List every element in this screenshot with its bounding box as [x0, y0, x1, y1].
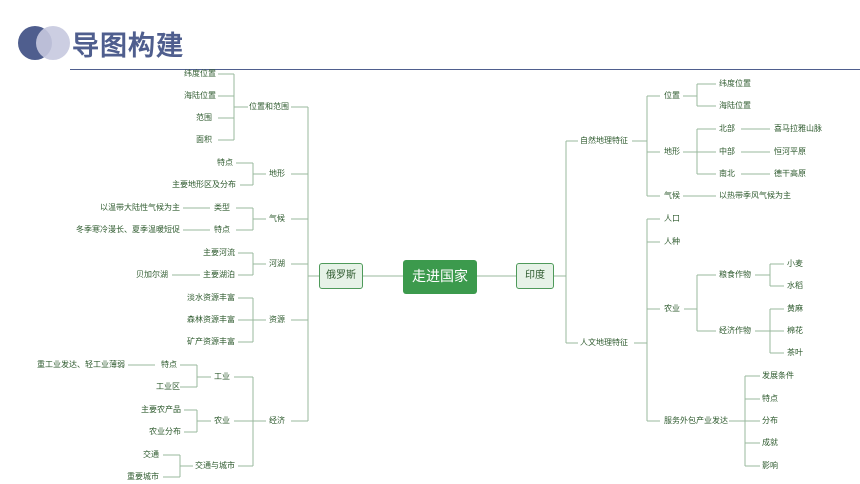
russia-terrain-feature[interactable]: 特点: [217, 158, 233, 167]
russia-node[interactable]: 俄罗斯: [319, 263, 363, 289]
india-jute[interactable]: 黄麻: [787, 304, 803, 313]
russia-main-products[interactable]: 主要农产品: [141, 405, 181, 414]
russia-range[interactable]: 范围: [196, 113, 212, 122]
russia-terrain-regions[interactable]: 主要地形区及分布: [172, 180, 236, 189]
india-middle[interactable]: 中部: [719, 147, 735, 156]
russia-climate-type-detail[interactable]: 以温带大陆性气候为主: [100, 203, 180, 212]
india-human-features[interactable]: 人文地理特征: [580, 338, 628, 347]
center-node[interactable]: 走进国家: [403, 260, 477, 294]
russia-terrain[interactable]: 地形: [269, 169, 285, 178]
russia-climate-type[interactable]: 类型: [214, 203, 230, 212]
india-outsourcing-impact[interactable]: 影响: [762, 461, 778, 470]
india-population[interactable]: 人口: [664, 214, 680, 223]
russia-industry-zone[interactable]: 工业区: [156, 382, 180, 391]
india-node[interactable]: 印度: [516, 263, 554, 289]
logo-circle-light: [36, 26, 70, 60]
russia-sea-land[interactable]: 海陆位置: [184, 91, 216, 100]
india-north[interactable]: 北部: [719, 124, 735, 133]
india-cotton[interactable]: 棉花: [787, 326, 803, 335]
russia-latitude[interactable]: 纬度位置: [184, 69, 216, 78]
india-outsourcing-achievements[interactable]: 成就: [762, 438, 778, 447]
india-rice[interactable]: 水稻: [787, 281, 803, 290]
india-race[interactable]: 人种: [664, 237, 680, 246]
india-cash-crops[interactable]: 经济作物: [719, 326, 751, 335]
india-outsourcing-distribution[interactable]: 分布: [762, 416, 778, 425]
russia-resources[interactable]: 资源: [269, 315, 285, 324]
india-sea-land[interactable]: 海陆位置: [719, 101, 751, 110]
india-grain-crops[interactable]: 粮食作物: [719, 270, 751, 279]
india-outsourcing[interactable]: 服务外包产业发达: [664, 416, 728, 425]
russia-agriculture[interactable]: 农业: [214, 416, 230, 425]
russia-area[interactable]: 面积: [196, 135, 212, 144]
russia-industry-feature-detail[interactable]: 重工业发达、轻工业薄弱: [37, 360, 125, 369]
russia-main-rivers[interactable]: 主要河流: [203, 248, 235, 257]
russia-forest-resources[interactable]: 森林资源丰富: [187, 315, 235, 324]
india-climate-value[interactable]: 以热带季风气候为主: [719, 191, 791, 200]
russia-industry-feature[interactable]: 特点: [161, 360, 177, 369]
india-outsourcing-features[interactable]: 特点: [762, 394, 778, 403]
russia-major-cities[interactable]: 重要城市: [127, 472, 159, 481]
russia-mineral-resources[interactable]: 矿产资源丰富: [187, 337, 235, 346]
india-location[interactable]: 位置: [664, 91, 680, 100]
header: 导图构建: [0, 0, 860, 72]
russia-agri-distribution[interactable]: 农业分布: [149, 427, 181, 436]
russia-climate-feature-detail[interactable]: 冬季寒冷漫长、夏季温暖短促: [76, 225, 180, 234]
russia-position-scope[interactable]: 位置和范围: [249, 102, 289, 111]
india-deccan[interactable]: 德干高原: [774, 169, 806, 178]
header-divider: [70, 69, 860, 70]
india-tea[interactable]: 茶叶: [787, 348, 803, 357]
russia-baikal[interactable]: 贝加尔湖: [136, 270, 168, 279]
india-terrain[interactable]: 地形: [664, 147, 680, 156]
russia-climate[interactable]: 气候: [269, 214, 285, 223]
russia-transport[interactable]: 交通: [143, 450, 159, 459]
india-agriculture[interactable]: 农业: [664, 304, 680, 313]
russia-rivers-lakes[interactable]: 河湖: [269, 259, 285, 268]
india-climate[interactable]: 气候: [664, 191, 680, 200]
russia-industry[interactable]: 工业: [214, 372, 230, 381]
russia-economy[interactable]: 经济: [269, 416, 285, 425]
russia-main-lakes[interactable]: 主要湖泊: [203, 270, 235, 279]
india-himalaya[interactable]: 喜马拉雅山脉: [774, 124, 822, 133]
russia-water-resources[interactable]: 淡水资源丰富: [187, 293, 235, 302]
india-latitude[interactable]: 纬度位置: [719, 79, 751, 88]
india-ganges-plain[interactable]: 恒河平原: [774, 147, 806, 156]
india-outsourcing-conditions[interactable]: 发展条件: [762, 371, 794, 380]
page-title: 导图构建: [72, 31, 184, 62]
russia-transport-cities[interactable]: 交通与城市: [195, 461, 235, 470]
india-south[interactable]: 南北: [719, 169, 735, 178]
india-natural-features[interactable]: 自然地理特征: [580, 136, 628, 145]
russia-climate-feature[interactable]: 特点: [214, 225, 230, 234]
india-wheat[interactable]: 小麦: [787, 259, 803, 268]
